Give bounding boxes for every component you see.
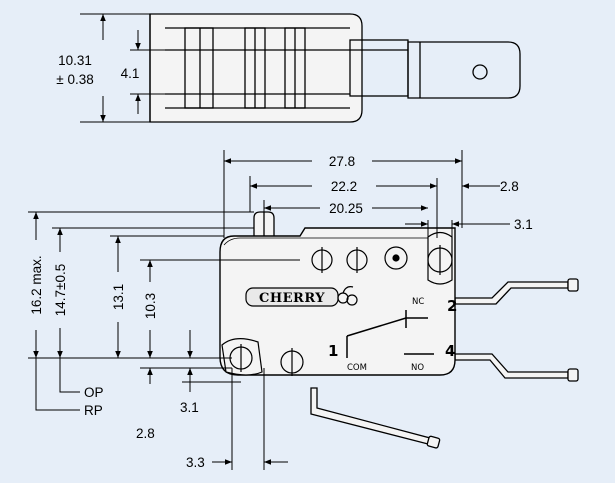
label-op: OP <box>84 385 104 400</box>
terminals <box>310 278 579 449</box>
dim-inner-label: 4.1 <box>121 66 140 81</box>
front-view-dimensions <box>28 150 510 470</box>
dim-left-hole: 3.3 <box>186 455 205 470</box>
cherry-logo: CHERRY <box>245 286 358 307</box>
brand-label: CHERRY <box>259 291 325 306</box>
terminal-nc-num: 2 <box>447 297 457 315</box>
terminal-no-num: 4 <box>445 342 455 360</box>
dim-plunger-to-hole: 20.25 <box>329 201 363 216</box>
dim-bottom-offset: 2.8 <box>136 426 155 441</box>
terminal-com-num: 1 <box>328 342 338 360</box>
dim-op-height: 14.7±0.5 <box>53 264 68 316</box>
dim-tolerance-label: ± 0.38 <box>56 72 93 87</box>
plunger <box>253 211 275 238</box>
mounting-holes <box>221 231 453 376</box>
dim-height-label: 10.31 <box>58 53 92 68</box>
dim-right-offset: 2.8 <box>500 179 519 194</box>
dim-hole-offset: 3.1 <box>514 217 533 232</box>
terminal-com-label: COM <box>347 363 367 373</box>
dim-body-height: 13.1 <box>111 284 126 310</box>
dim-hole-span: 22.2 <box>331 179 357 194</box>
terminal-nc-label: NC <box>412 297 424 307</box>
circuit-symbol <box>346 310 434 358</box>
terminal-com <box>310 387 431 445</box>
terminal-no-label: NO <box>411 363 424 373</box>
dim-bottom-hole: 3.1 <box>180 400 199 415</box>
top-view <box>149 13 521 123</box>
label-rp: RP <box>84 403 103 418</box>
terminal-no <box>454 353 569 379</box>
terminal-nc <box>454 281 569 305</box>
dim-max-height: 16.2 max. <box>29 255 44 314</box>
top-view-dimensions <box>80 13 165 123</box>
dim-overall-width: 27.8 <box>329 154 355 169</box>
dim-hole-height: 10.3 <box>143 293 158 319</box>
